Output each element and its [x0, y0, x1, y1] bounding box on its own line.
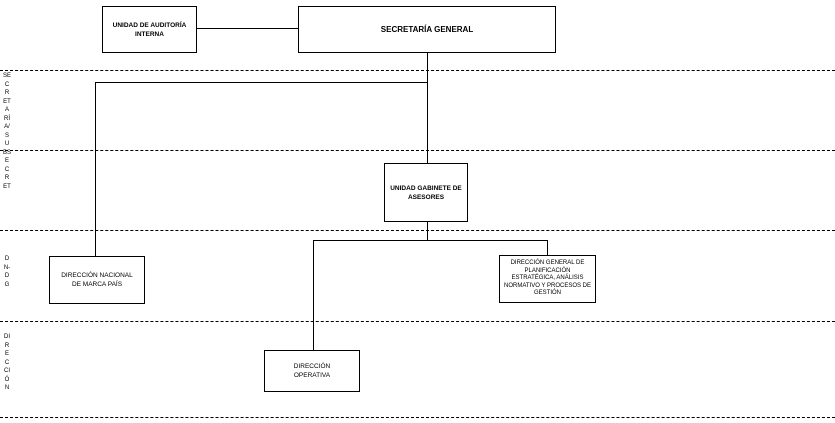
connector-auditoria: [197, 28, 299, 29]
level-divider: [0, 417, 835, 418]
box-secretaria-general[interactable]: SECRETARÍA GENERAL: [298, 6, 556, 53]
box-auditoria-label: UNIDAD DE AUDITORÍA INTERNA: [112, 21, 187, 38]
level-divider: [0, 150, 835, 151]
level-label-secretaria: SECRETARÍA/SUBSECRET: [3, 73, 12, 190]
box-gabinete-label: UNIDAD GABINETE DE ASESORES: [390, 184, 462, 201]
connector-branch-dn: [313, 240, 548, 241]
level-divider: [0, 321, 835, 322]
box-auditoria[interactable]: UNIDAD DE AUDITORÍA INTERNA: [102, 6, 197, 53]
box-operativa[interactable]: DIRECCIÓN OPERATIVA: [264, 350, 360, 392]
box-secretaria-label: SECRETARÍA GENERAL: [380, 25, 474, 34]
level-divider: [0, 230, 835, 231]
connector-branch-marca: [95, 82, 428, 83]
box-operativa-label: DIRECCIÓN OPERATIVA: [293, 363, 331, 379]
connector-planificacion-drop: [547, 240, 548, 256]
connector-gabinete-down: [427, 222, 428, 241]
box-marca-pais-label: DIRECCIÓN NACIONAL DE MARCA PAÍS: [61, 272, 133, 288]
level-label-direccion: DIRECCIÓN: [4, 334, 10, 391]
level-divider: [0, 70, 835, 71]
box-planificacion[interactable]: DIRECCIÓN GENERAL DE PLANIFICACIÓN ESTRA…: [499, 255, 596, 303]
box-planificacion-label: DIRECCIÓN GENERAL DE PLANIFICACIÓN ESTRA…: [503, 260, 592, 297]
box-marca-pais[interactable]: DIRECCIÓN NACIONAL DE MARCA PAÍS: [49, 256, 145, 304]
connector-secretaria-gabinete: [427, 53, 428, 164]
connector-operativa-drop: [313, 240, 314, 351]
box-gabinete-asesores[interactable]: UNIDAD GABINETE DE ASESORES: [384, 163, 468, 222]
connector-marca-drop: [95, 82, 96, 257]
level-label-dn-dg: DN-DG: [3, 256, 11, 288]
